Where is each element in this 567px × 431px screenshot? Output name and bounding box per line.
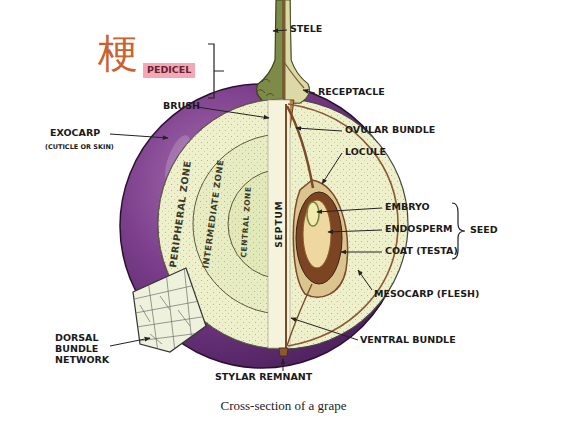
part-label: LOCULE	[345, 147, 386, 158]
dorsal-network-patch	[133, 268, 206, 352]
dorsal-bundle	[288, 104, 398, 346]
leader-line	[317, 208, 382, 212]
part-label: OVULAR BUNDLE	[345, 125, 435, 136]
part-label: STYLAR REMNANT	[215, 372, 312, 383]
embryo	[307, 202, 319, 226]
leader-line	[273, 30, 287, 31]
septum	[268, 100, 290, 348]
part-label: EMBRYO	[385, 202, 430, 213]
part-label: BRUSH	[163, 101, 200, 112]
part-label: PEDICEL	[143, 63, 195, 78]
leader-line	[283, 359, 284, 371]
stele-line	[283, 0, 286, 100]
zone-stipple	[158, 99, 283, 349]
part-label: RECEPTACLE	[318, 87, 385, 98]
leader-line	[358, 270, 372, 290]
leader-line	[291, 318, 358, 340]
stem	[257, 0, 310, 103]
zone-stipple	[193, 134, 283, 314]
part-label: STELE	[290, 24, 322, 35]
locule	[293, 180, 347, 297]
part-label: EXOCARP	[50, 128, 100, 139]
leader-line	[341, 252, 382, 253]
part-label: SEPTUM	[274, 200, 284, 248]
leader-lines	[110, 30, 382, 371]
leader-line	[303, 90, 315, 93]
leader-line	[197, 107, 269, 118]
stele-branch	[284, 62, 304, 88]
receptacle-texture	[256, 79, 274, 96]
leader-line	[110, 134, 168, 138]
part-label: MESOCARP (FLESH)	[374, 289, 479, 300]
leader-line	[110, 338, 150, 346]
seed-strand	[287, 284, 312, 346]
leader-line	[328, 230, 382, 232]
ventral-bundle	[285, 104, 287, 348]
cut-face	[158, 99, 408, 349]
leader-line	[296, 128, 342, 131]
leader-line	[322, 153, 342, 184]
part-label: ENDOSPERM	[385, 224, 452, 235]
part-label: SEED	[470, 225, 498, 236]
zone-boundary	[158, 99, 283, 349]
bundle-network	[130, 266, 208, 352]
ovular-bundle	[287, 106, 313, 188]
part-label: COAT (TESTA)	[385, 246, 458, 257]
part-label: DORSAL BUNDLE NETWORK	[55, 333, 113, 366]
pedicel-bracket	[208, 44, 224, 98]
zone-fill	[193, 134, 283, 314]
part-label: VENTRAL BUNDLE	[360, 335, 456, 346]
stem-cut-face	[283, 0, 309, 103]
part-label: 梗	[98, 30, 138, 76]
zone-fill	[158, 99, 283, 349]
zone-boundary	[193, 134, 283, 314]
part-label: (CUTICLE OR SKIN)	[45, 144, 114, 151]
endosperm	[303, 200, 331, 268]
figure-caption: Cross-section of a grape	[0, 398, 567, 414]
seed-coat	[296, 192, 342, 284]
stylar-remnant	[279, 348, 288, 356]
